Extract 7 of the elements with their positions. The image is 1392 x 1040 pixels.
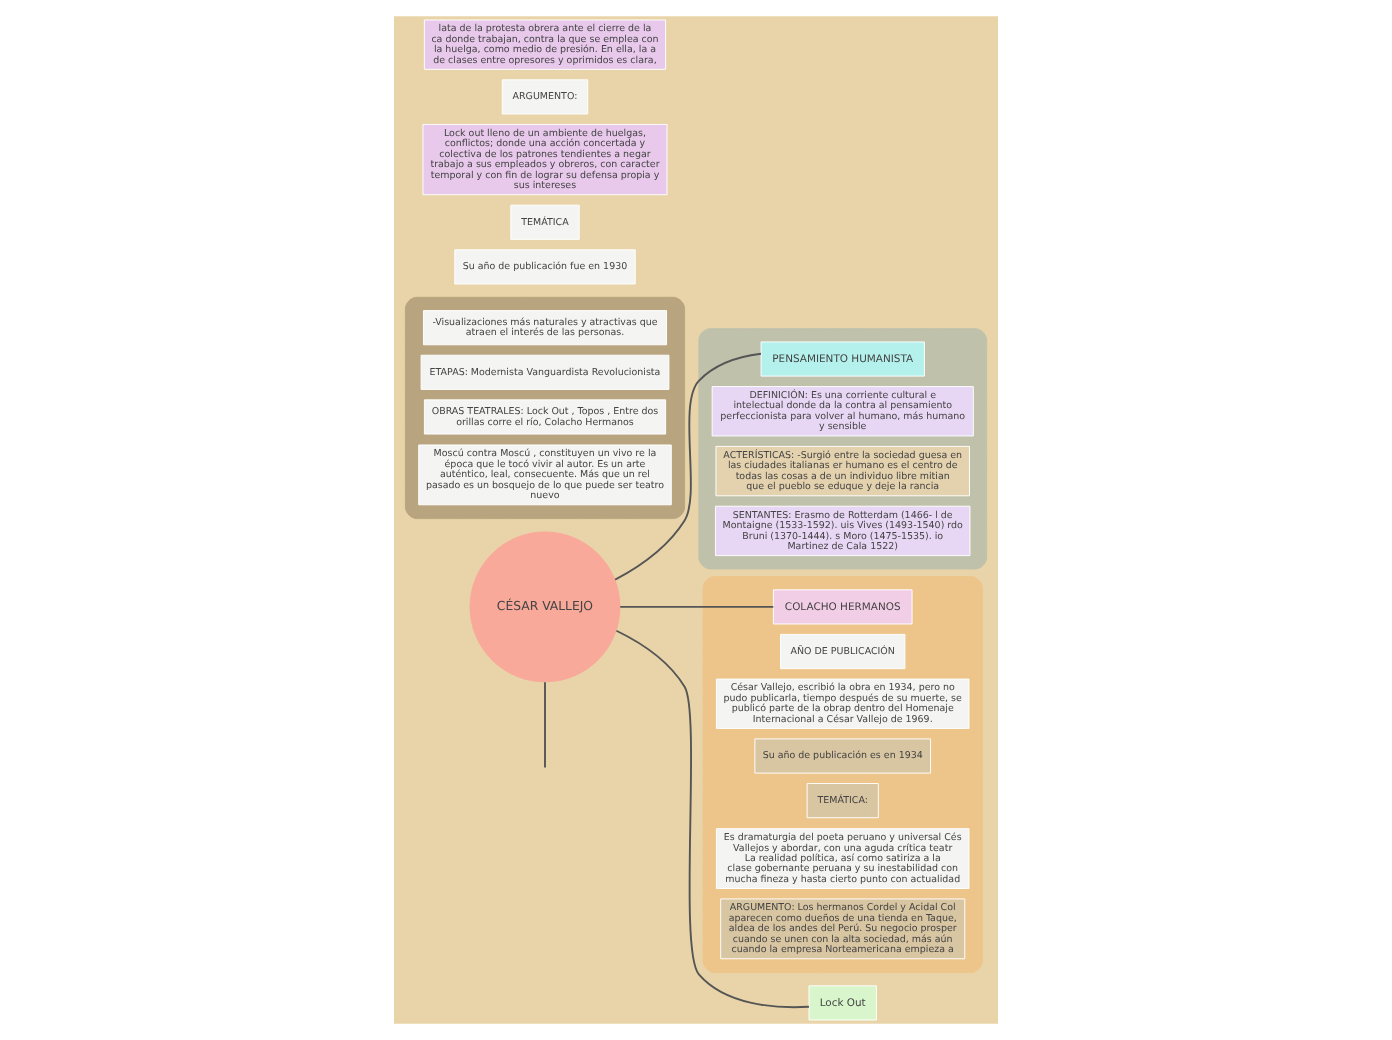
connector: [615, 629, 810, 1009]
connector: [544, 681, 546, 769]
cluster: [702, 576, 983, 973]
cluster: [698, 328, 988, 570]
cluster: [404, 296, 686, 520]
connector: [619, 605, 775, 608]
connector: [614, 352, 762, 581]
